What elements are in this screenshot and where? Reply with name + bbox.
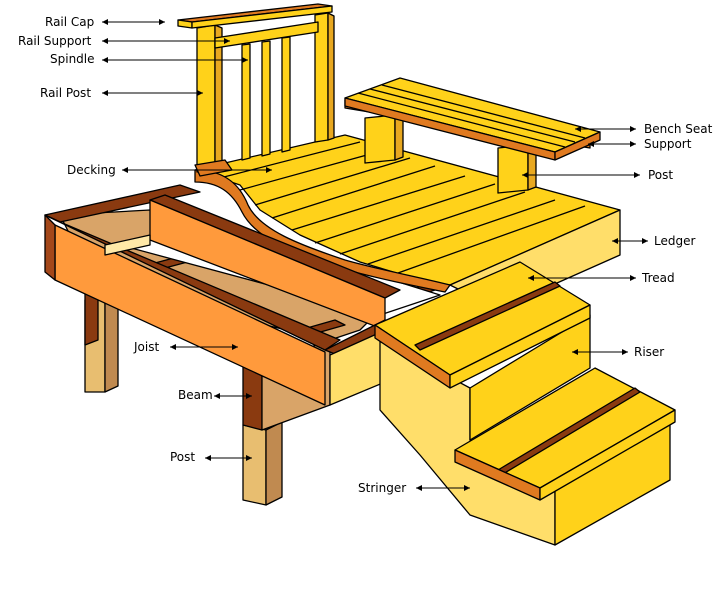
label-post-right: Post — [648, 168, 673, 182]
bench — [344, 77, 601, 194]
label-joist: Joist — [133, 340, 159, 354]
joist-end-light — [104, 234, 151, 256]
spindle-2 — [261, 40, 271, 157]
upper-tread-side — [449, 304, 591, 389]
rail-cap-side — [191, 5, 333, 29]
bench-seat-end — [554, 131, 601, 161]
stairs — [374, 261, 676, 546]
rail-support — [214, 21, 319, 49]
label-beam: Beam — [178, 388, 213, 402]
front-post-side — [265, 421, 283, 506]
label-bench-seat: Bench Seat — [644, 122, 713, 136]
label-tread: Tread — [641, 271, 675, 285]
bench-post-back-side — [394, 114, 404, 161]
label-decking: Decking — [67, 163, 116, 177]
decking-cut-edge — [194, 169, 451, 293]
lower-tread-side — [539, 409, 676, 501]
label-ledger: Ledger — [654, 234, 695, 248]
front-post — [242, 424, 267, 506]
outer-joist-end — [44, 214, 56, 281]
upper-tread-gap — [414, 281, 561, 351]
deck-surface — [194, 134, 621, 293]
label-rail-cap: Rail Cap — [45, 15, 94, 29]
joists — [44, 184, 401, 406]
label-riser: Riser — [634, 345, 664, 359]
callouts: Rail Cap Rail Support Spindle Rail Post … — [18, 15, 713, 495]
label-rail-support: Rail Support — [18, 34, 92, 48]
rail-post — [196, 24, 216, 173]
bench-post-back — [364, 114, 396, 164]
rail-cap-face — [177, 19, 193, 29]
label-post-left: Post — [170, 450, 195, 464]
label-stringer: Stringer — [358, 481, 406, 495]
upper-riser — [469, 314, 591, 441]
label-support: Support — [644, 137, 692, 151]
back-rail-post-side — [327, 12, 335, 141]
spindle-1 — [241, 43, 251, 161]
label-rail-post: Rail Post — [40, 86, 91, 100]
spindle-3 — [281, 36, 291, 153]
rail — [177, 3, 335, 177]
label-spindle: Spindle — [50, 52, 95, 66]
